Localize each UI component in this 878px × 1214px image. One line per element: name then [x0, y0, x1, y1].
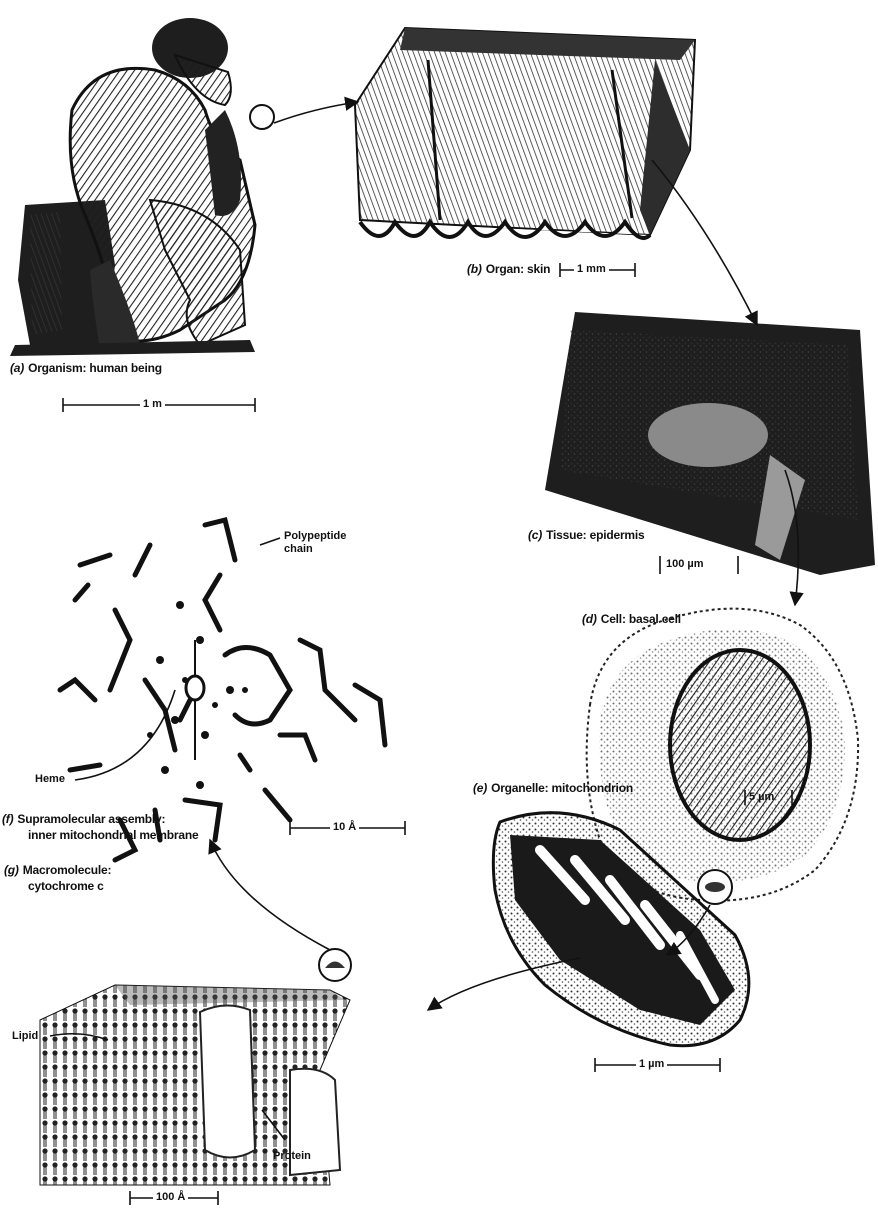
- scale-label-organ: 1 mm: [574, 263, 609, 275]
- arrow-a-to-b: [274, 102, 358, 123]
- label-supramolecular-line2: inner mitochondrial membrane: [2, 827, 198, 843]
- label-macromolecule: (g)Macromolecule: cytochrome c: [4, 862, 111, 894]
- label-tissue: (c)Tissue: epidermis: [528, 528, 645, 542]
- callout-line-chain: [260, 538, 280, 545]
- label-organ: (b)Organ: skin: [467, 262, 550, 276]
- scale-label-cell: 5 µm: [749, 791, 774, 803]
- label-cell: (d)Cell: basal cell: [582, 612, 681, 626]
- scale-label-supramolecular: 100 Å: [153, 1191, 188, 1203]
- label-supramolecular: (f)Supramolecular assembly: inner mitoch…: [2, 811, 198, 843]
- scale-label-macromolecule: 10 Å: [330, 821, 359, 833]
- label-macromolecule-line2: cytochrome c: [4, 878, 111, 894]
- callout-protein: Protein: [273, 1150, 311, 1162]
- callout-polypeptide-chain: Polypeptide chain: [284, 530, 346, 556]
- scale-label-organelle: 1 µm: [636, 1058, 667, 1070]
- label-organelle: (e)Organelle: mitochondrion: [473, 781, 633, 795]
- arrow-f-to-g: [210, 840, 330, 950]
- organism-illustration: [10, 18, 255, 356]
- callout-lipid: Lipid: [12, 1030, 38, 1042]
- skin-block-illustration: [250, 28, 695, 238]
- cytochrome-c-illustration: [60, 520, 385, 860]
- label-organism: (a)Organism: human being: [10, 361, 162, 375]
- scale-label-organism: 1 m: [140, 398, 165, 410]
- scale-label-tissue: 100 µm: [666, 558, 704, 570]
- callout-heme: Heme: [35, 773, 65, 785]
